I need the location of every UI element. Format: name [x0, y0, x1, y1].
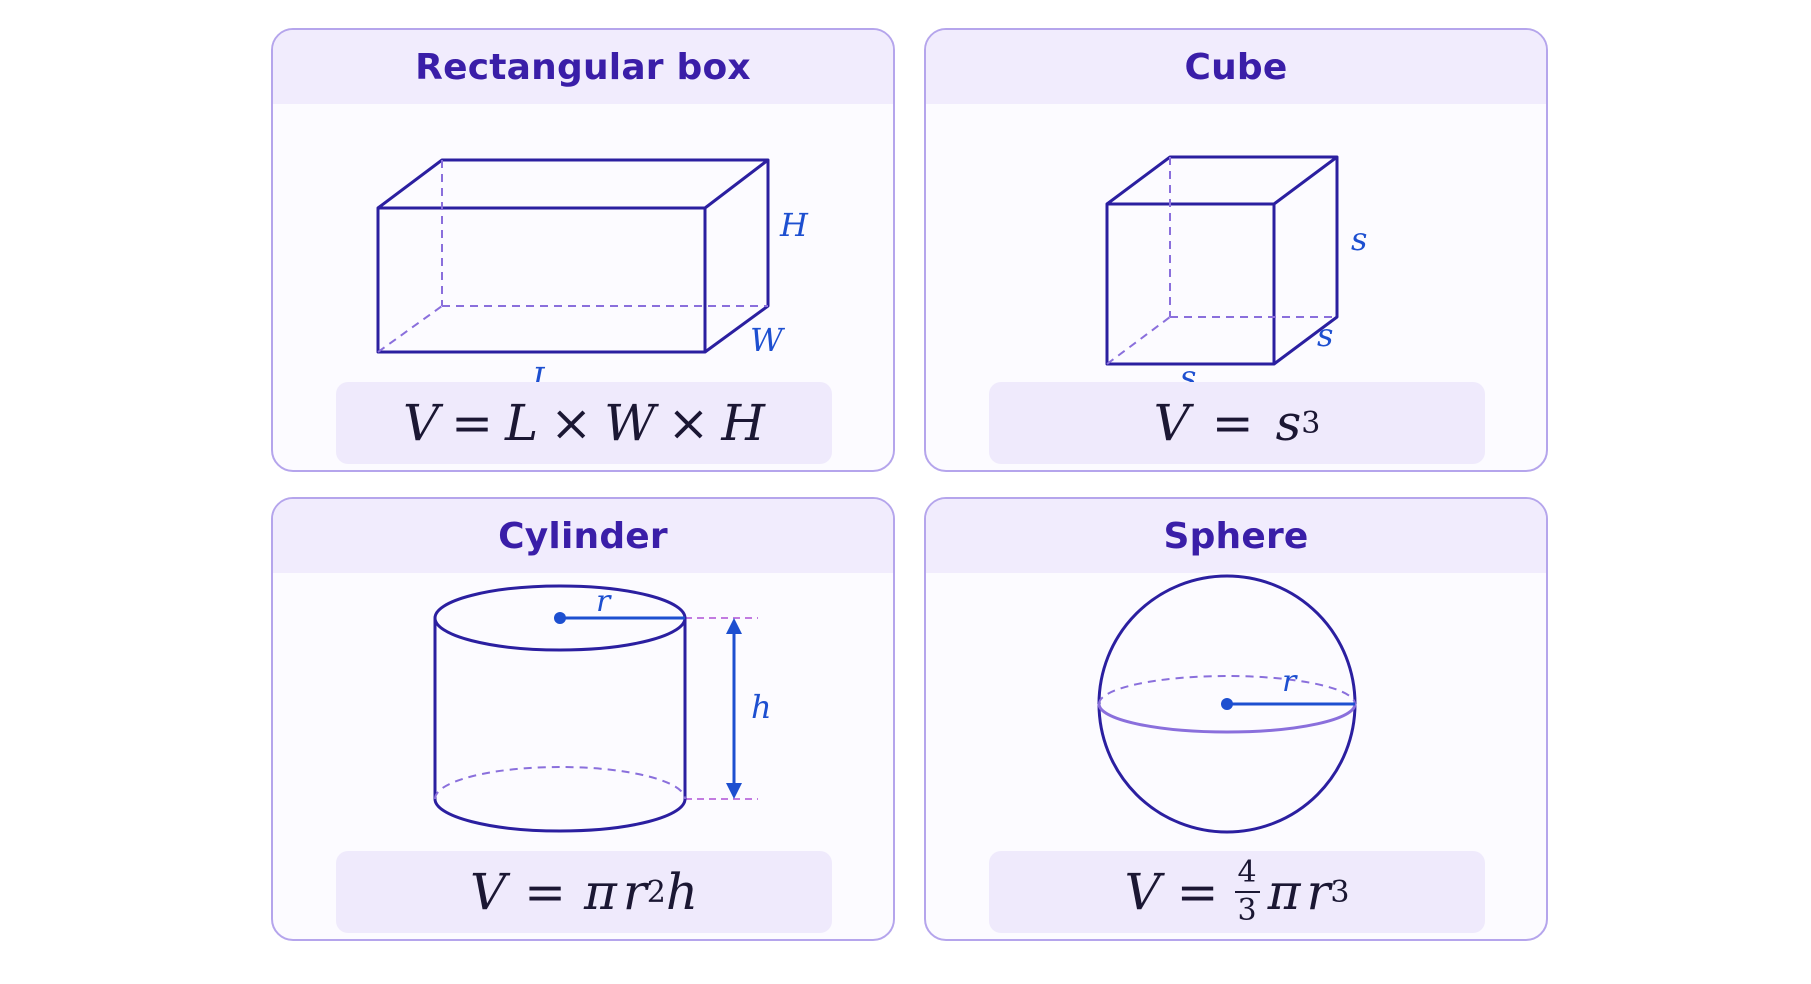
box-top-face [377, 158, 770, 210]
formula-var-w: W [604, 394, 656, 452]
cylinder-bottom-back-arc [434, 766, 686, 800]
formula-var-s: s [1275, 394, 1302, 452]
cube-front-face [1105, 202, 1276, 366]
cylinder-bottom-front-arc [433, 798, 687, 833]
card-header: Cube [926, 30, 1546, 104]
card-header: Sphere [926, 499, 1546, 573]
box-hidden-edge-depth [377, 305, 443, 353]
card-title: Sphere [1163, 515, 1309, 557]
box-label-w: W [750, 321, 786, 359]
cube-label-s-depth: s [1317, 316, 1333, 354]
sphere-label-r: r [1282, 664, 1298, 699]
fraction-numerator: 4 [1234, 858, 1260, 893]
sphere-center-dot [1221, 698, 1233, 710]
formula-var-v: V [469, 863, 507, 921]
height-arrow-head-top [726, 618, 742, 634]
formula-pi: π [1267, 863, 1301, 921]
formula-var-h: H [721, 394, 766, 452]
formula-var-r: r [622, 863, 647, 921]
cube-figure: s s s [1105, 155, 1367, 396]
formula-equals: = [1176, 863, 1219, 921]
sphere-equator-back [1098, 675, 1356, 705]
cube-label-s-height: s [1351, 220, 1367, 258]
height-arrow-head-bottom [726, 783, 742, 799]
cylinder-label-h: h [751, 688, 772, 726]
card-title: Cube [1184, 46, 1288, 88]
fraction-denominator: 3 [1237, 893, 1257, 928]
formula-var-h: h [665, 863, 699, 921]
formula-var-v: V [1153, 394, 1190, 452]
formula-fraction: 4 3 [1234, 858, 1260, 928]
formula-pi: π [583, 863, 617, 921]
cylinder-label-r: r [596, 584, 612, 619]
cylinder-figure: r h [433, 584, 772, 833]
rectangular-box-figure: H W L [376, 158, 809, 398]
formula-box: V = L × W × H [336, 382, 832, 464]
formula-exponent: 2 [646, 874, 666, 910]
card-rectangular-box: Rectangular box H W L V = L × W × H [271, 28, 895, 472]
cylinder-center-dot [554, 612, 566, 624]
sphere-figure: r [1097, 574, 1357, 834]
formula-exponent: 3 [1330, 874, 1350, 910]
card-title: Rectangular box [415, 46, 751, 88]
formula-var-v: V [402, 394, 440, 452]
card-header: Rectangular box [273, 30, 893, 104]
formula-equals: = [451, 394, 493, 452]
formula-times: × [550, 394, 593, 452]
formula-var-r: r [1306, 863, 1331, 921]
cube-hidden-edge-depth [1106, 316, 1171, 365]
card-title: Cylinder [498, 515, 668, 557]
formula-equals: = [524, 863, 566, 921]
card-header: Cylinder [273, 499, 893, 573]
sphere-equator-front [1097, 703, 1357, 734]
cube-top-face [1106, 155, 1339, 206]
box-label-h: H [779, 206, 809, 244]
formula-var-v: V [1124, 863, 1161, 921]
formula-exponent: 3 [1301, 405, 1321, 441]
formula-equals: = [1211, 394, 1254, 452]
formula-times: × [667, 394, 710, 452]
box-front-face [376, 206, 707, 354]
cube-right-face [1273, 157, 1339, 366]
formula-var-l: L [504, 394, 539, 452]
